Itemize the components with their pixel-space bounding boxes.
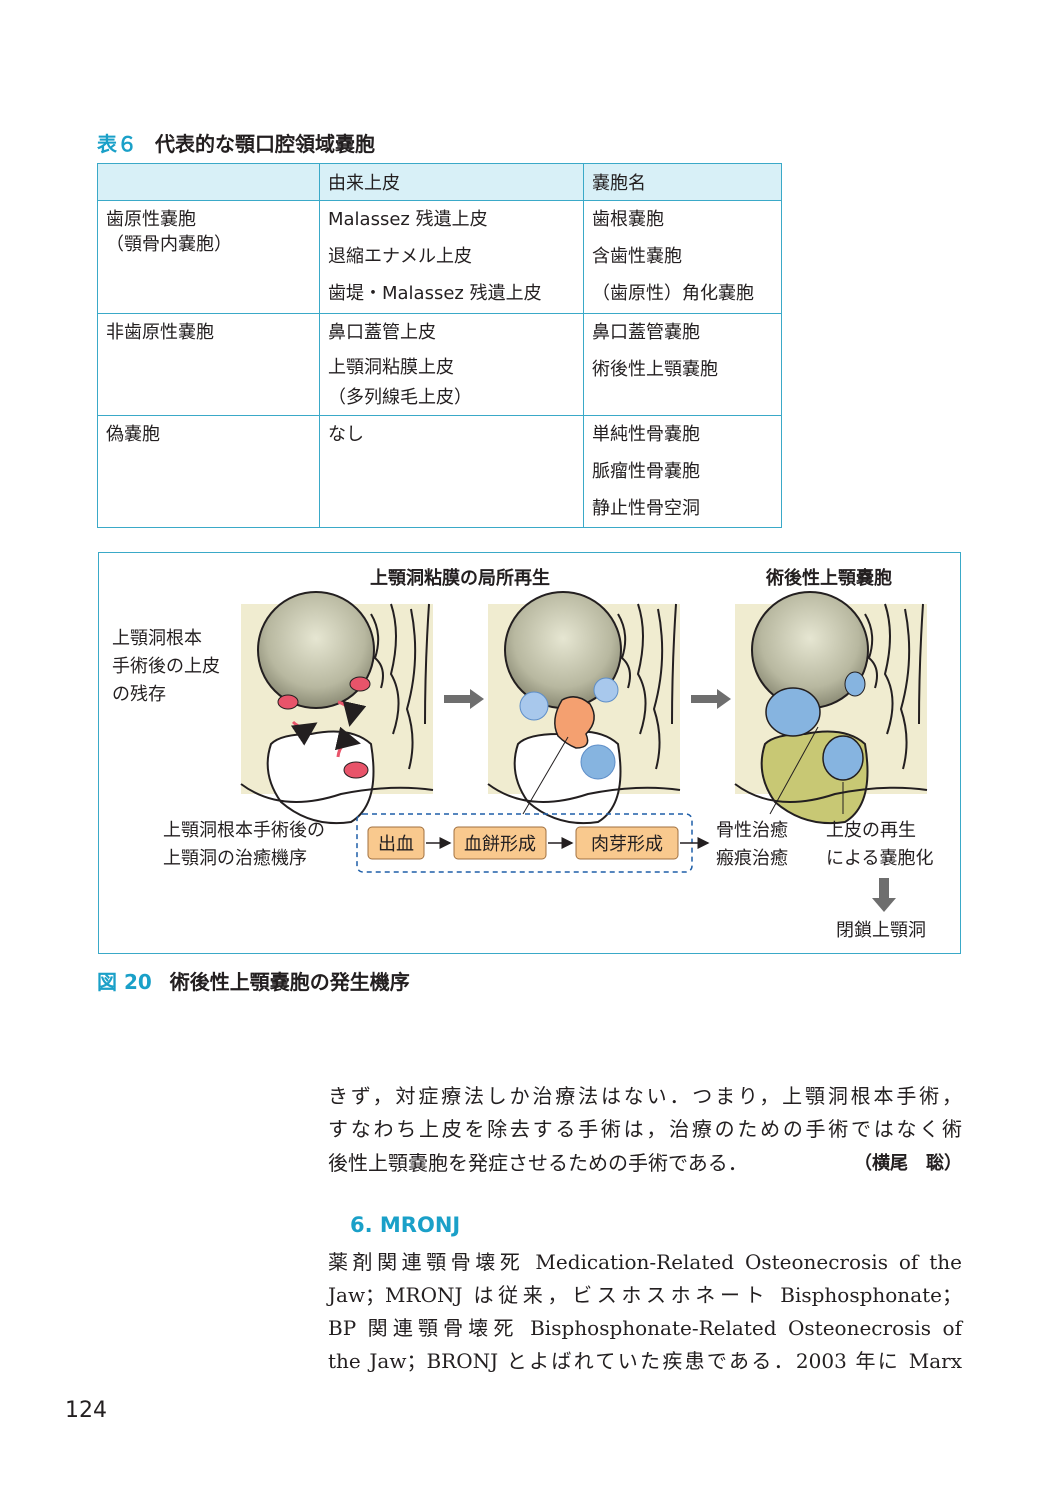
cyst-cavity <box>822 735 864 781</box>
down-arrow-icon <box>872 878 896 912</box>
process-label-line: 上顎洞根本手術後の <box>163 820 325 841</box>
origin-line: Malassez 残遺上皮 <box>328 209 488 230</box>
result-label: 閉鎖上顎洞 <box>836 920 926 941</box>
table-caption-number: 表６ <box>97 132 137 156</box>
body-text-line: the Jaw；BRONJ とよばれていた疾患である．2003 年に Marx <box>328 1349 962 1373</box>
category-line: 偽嚢胞 <box>106 424 160 445</box>
section-heading: 6. MRONJ <box>350 1213 461 1237</box>
epithelium-remnant <box>277 694 299 710</box>
figure-frame <box>98 552 961 954</box>
cyst-cell: 単純性骨嚢胞 脈瘤性骨嚢胞 静止性骨空洞 <box>583 415 782 528</box>
step-clot-label: 血餅形成 <box>464 834 536 855</box>
category-line: （顎骨内嚢胞） <box>106 234 232 255</box>
body-text-last-line: 後性上顎嚢胞を発症させるための手術である． （横尾 聡） <box>328 1147 962 1180</box>
category-line: 非歯原性嚢胞 <box>106 322 214 343</box>
cyst-cell: 歯根嚢胞 含歯性嚢胞 （歯原性）角化嚢胞 <box>583 200 782 314</box>
regeneration-arrow-icon <box>337 700 367 727</box>
step-granulation <box>575 826 679 860</box>
cyst-line: 術後性上顎嚢胞 <box>592 359 718 380</box>
origin-line: 歯堤・Malassez 残遺上皮 <box>328 283 542 304</box>
leader-line <box>522 736 569 815</box>
sinus-panel-residual-epithelium <box>240 591 434 825</box>
body-text-line: きず，対症療法しか治療法はない．つまり，上顎洞根本手術， <box>328 1084 962 1108</box>
right-arrow-icon <box>691 689 731 709</box>
cyst-table: 由来上皮 嚢胞名 歯原性嚢胞 （顎骨内嚢胞） Malassez 残遺上皮 退縮エ… <box>97 163 782 528</box>
figure-title-middle: 上顎洞粘膜の局所再生 <box>370 567 550 589</box>
origin-line: 退縮エナメル上皮 <box>328 246 472 267</box>
outcome-epithelium-line: による嚢胞化 <box>826 848 933 869</box>
cyst-line: 歯根嚢胞 <box>592 209 664 230</box>
cyst-line: 鼻口蓋管嚢胞 <box>592 322 700 343</box>
table-caption-title: 代表的な顎口腔領域嚢胞 <box>155 132 375 156</box>
outcome-bone-line: 骨性治癒 <box>716 820 788 841</box>
cyst-line: 含歯性嚢胞 <box>592 246 682 267</box>
leader-line <box>769 726 819 815</box>
step-granulation-label: 肉芽形成 <box>591 834 663 855</box>
figure-caption-title: 術後性上顎嚢胞の発生機序 <box>169 970 410 994</box>
origin-cell: 鼻口蓋管上皮 上顎洞粘膜上皮 （多列線毛上皮） <box>319 313 584 416</box>
origin-line: 鼻口蓋管上皮 <box>328 322 436 343</box>
category-cell: 歯原性嚢胞 （顎骨内嚢胞） <box>97 200 320 314</box>
body-text-line: BP 関連顎骨壊死 Bisphosphonate-Related Osteone… <box>328 1316 962 1340</box>
epithelium-remnant <box>343 761 369 779</box>
header-cell-origin: 由来上皮 <box>319 163 584 201</box>
origin-line: （多列線毛上皮） <box>328 387 472 408</box>
origin-line: なし <box>328 424 364 445</box>
cyst-cavity <box>844 671 866 697</box>
left-label-line: 手術後の上皮 <box>112 656 220 677</box>
regenerated-mucosa <box>519 691 549 721</box>
table-caption: 表６ 代表的な顎口腔領域嚢胞 <box>97 128 375 157</box>
regenerated-mucosa <box>580 744 616 780</box>
table-row: 歯原性嚢胞 （顎骨内嚢胞） Malassez 残遺上皮 退縮エナメル上皮 歯堤・… <box>97 200 782 314</box>
body-text-line: すなわち上皮を除去する手術は，治療のための手術ではなく術 <box>328 1117 962 1141</box>
body-text-line: 薬剤関連顎骨壊死 Medication-Related Osteonecrosi… <box>328 1250 962 1274</box>
cyst-cell: 鼻口蓋管嚢胞 術後性上顎嚢胞 <box>583 313 782 416</box>
header-cell-category <box>97 163 320 201</box>
cyst-line: （歯原性）角化嚢胞 <box>592 283 754 304</box>
outcome-bone-line: 瘢痕治癒 <box>716 848 788 869</box>
right-arrow-icon <box>444 689 484 709</box>
header-cell-cyst: 嚢胞名 <box>583 163 782 201</box>
cyst-line: 脈瘤性骨嚢胞 <box>592 461 700 482</box>
regeneration-arrow-icon <box>290 720 318 746</box>
category-cell: 偽嚢胞 <box>97 415 320 528</box>
outcome-epithelium-line: 上皮の再生 <box>826 820 916 841</box>
origin-cell: なし <box>319 415 584 528</box>
step-bleeding <box>367 826 425 860</box>
table-header-row: 由来上皮 嚢胞名 <box>97 163 782 201</box>
cyst-line: 単純性骨嚢胞 <box>592 424 700 445</box>
regenerated-mucosa <box>593 677 619 703</box>
sinus-panel-postoperative-cyst <box>734 591 928 825</box>
cyst-line: 静止性骨空洞 <box>592 498 700 519</box>
page-number: 124 <box>65 1398 107 1423</box>
category-line: 歯原性嚢胞 <box>106 209 196 230</box>
epithelium-remnant <box>349 676 371 692</box>
table-row: 非歯原性嚢胞 鼻口蓋管上皮 上顎洞粘膜上皮 （多列線毛上皮） 鼻口蓋管嚢胞 術後… <box>97 313 782 416</box>
left-label-line: の残存 <box>112 684 166 705</box>
category-cell: 非歯原性嚢胞 <box>97 313 320 416</box>
figure-caption-number: 図 20 <box>97 970 152 994</box>
cyst-cavity <box>765 687 821 737</box>
regeneration-arrow-icon <box>334 726 361 758</box>
body-text-line: 後性上顎嚢胞を発症させるための手術である． <box>328 1151 748 1175</box>
figure-diagram: 上顎洞粘膜の局所再生 術後性上顎嚢胞 上顎洞根本 手術後の上皮 の残存 <box>112 567 933 941</box>
origin-line: 上顎洞粘膜上皮 <box>328 357 454 378</box>
author-credit: （横尾 聡） <box>854 1153 962 1174</box>
body-text-line: Jaw；MRONJ は従来，ビスホスホネート Bisphosphonate； <box>328 1283 962 1307</box>
origin-cell: Malassez 残遺上皮 退縮エナメル上皮 歯堤・Malassez 残遺上皮 <box>319 200 584 314</box>
step-clot-formation <box>453 826 547 860</box>
process-label-line: 上顎洞の治癒機序 <box>163 848 307 869</box>
figure-caption: 図 20 術後性上顎嚢胞の発生機序 <box>97 966 410 995</box>
left-label-line: 上顎洞根本 <box>112 628 202 649</box>
step-bleeding-label: 出血 <box>378 834 414 855</box>
figure-title-right: 術後性上顎嚢胞 <box>765 567 892 589</box>
granulation-tissue <box>554 696 595 749</box>
table-row: 偽嚢胞 なし 単純性骨嚢胞 脈瘤性骨嚢胞 静止性骨空洞 <box>97 415 782 528</box>
